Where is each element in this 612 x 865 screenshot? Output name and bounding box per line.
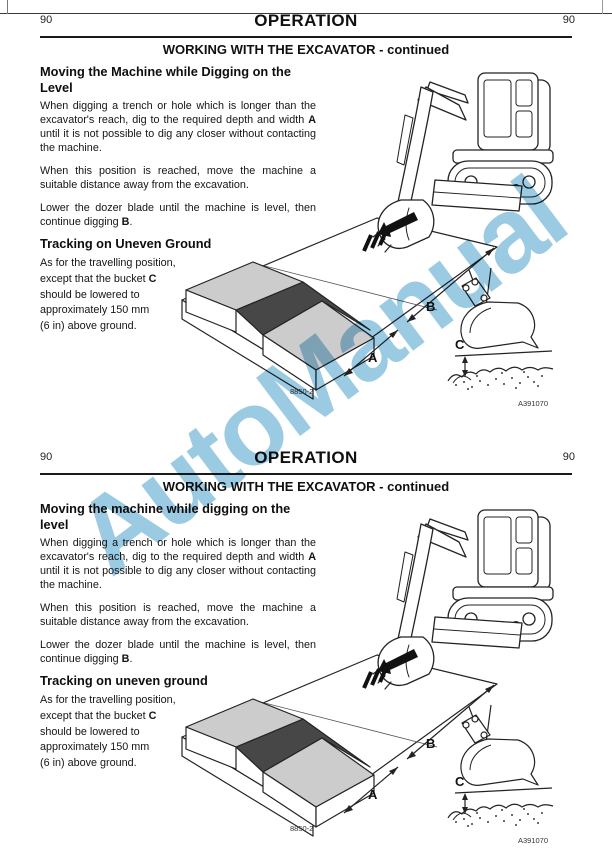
trench-illustration (181, 217, 498, 400)
section-subtitle: WORKING WITH THE EXCAVATOR - continued (162, 42, 450, 57)
paragraph-move-machine: When this position is reached, move the … (40, 602, 316, 628)
paragraph-tracking: As for the travelling position, except t… (40, 694, 176, 770)
paragraph-dozer-blade: Lower the dozer blade until the machine … (40, 202, 316, 228)
heading-line2: level (40, 517, 69, 532)
heading-tracking: Tracking on Uneven Ground (40, 236, 212, 251)
dimension-label-c: C (455, 774, 465, 789)
dimension-ref-b: B (121, 652, 130, 665)
page-number-right: 90 (562, 451, 575, 463)
bucket-closeup (447, 267, 554, 390)
figure-code: 8850-2 (290, 824, 313, 833)
dozer-blade (431, 179, 523, 212)
dimension-ref-c: C (148, 709, 157, 722)
paragraph-digging: When digging a trench or hole which is l… (40, 100, 316, 154)
excavator-diagram: A B C 8850-2 A391070 (181, 72, 554, 408)
dimension-ref-b: B (121, 215, 130, 228)
heading-line1: Moving the machine while digging on the (40, 501, 291, 516)
heading-line2: Level (40, 80, 73, 95)
paragraph-tracking: As for the travelling position, except t… (40, 257, 176, 333)
page-title: OPERATION (254, 11, 358, 30)
header-rule (40, 473, 572, 475)
paragraph-digging: When digging a trench or hole which is l… (40, 537, 316, 591)
header-rule (40, 36, 572, 38)
dimension-ref-a: A (308, 550, 316, 563)
dimension-ref-a: A (308, 113, 316, 126)
page-number-left: 90 (40, 451, 53, 463)
figure-code: 8850-2 (290, 387, 313, 396)
page-title: OPERATION (254, 448, 358, 467)
dimension-arrows (343, 247, 495, 377)
paragraph-dozer-blade: Lower the dozer blade until the machine … (40, 639, 316, 665)
heading-tracking: Tracking on uneven ground (40, 673, 208, 688)
dimension-label-a: A (368, 787, 378, 802)
excavator-diagram: A B C 8850-2 A391070 (180, 508, 555, 845)
diagram-artwork (181, 72, 554, 400)
ground-texture (455, 371, 543, 390)
scan-edge-tick-right (602, 0, 603, 14)
page-1: 90 OPERATION 90 WORKING WITH THE EXCAVAT… (40, 11, 575, 408)
motion-arrow-group (362, 212, 418, 252)
scan-edge-line (0, 13, 612, 14)
paragraph-move-machine: When this position is reached, move the … (40, 165, 316, 191)
reference-code: A391070 (518, 399, 548, 408)
dimension-label-b: B (426, 736, 435, 751)
reference-code: A391070 (518, 836, 548, 845)
dimension-label-a: A (368, 350, 378, 365)
dimension-ref-c: C (148, 272, 157, 285)
scan-edge-tick-left (7, 0, 8, 14)
speed-lines (362, 228, 389, 252)
page-number-right: 90 (562, 14, 575, 26)
dimension-label-b: B (426, 299, 435, 314)
dimension-label-c: C (455, 337, 465, 352)
heading-line1: Moving the Machine while Digging on the (40, 64, 291, 79)
page-2: 90 OPERATION 90 WORKING WITH THE EXCAVAT… (0, 437, 612, 865)
page-number-left: 90 (40, 14, 53, 26)
section-subtitle: WORKING WITH THE EXCAVATOR - continued (162, 479, 450, 494)
